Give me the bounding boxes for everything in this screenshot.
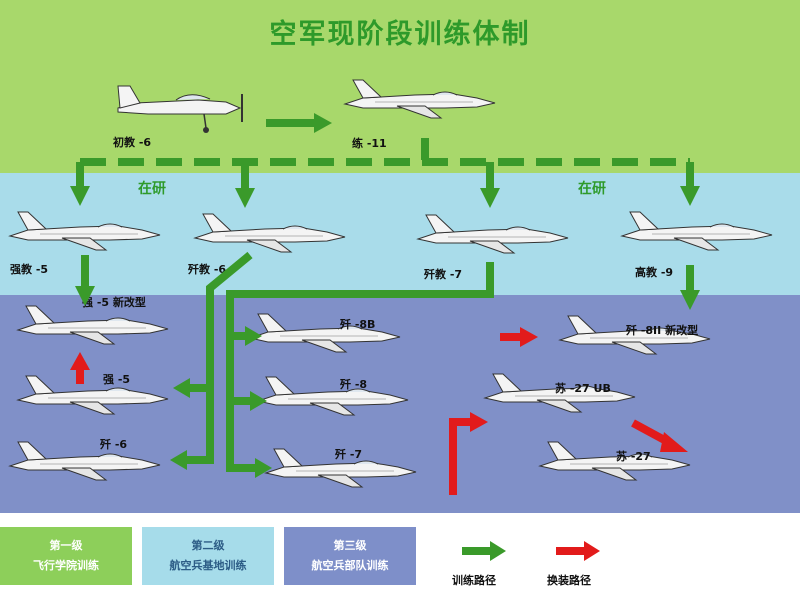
aircraft-j6 <box>9 441 161 481</box>
label-j8b: 歼 -8B <box>339 317 375 331</box>
label-jl9: 高教 -9 <box>635 265 673 279</box>
legend-training-path-label: 训练路径 <box>452 574 496 587</box>
label-jj5: 强教 -5 <box>10 262 48 276</box>
aircraft-q5-new <box>17 305 169 345</box>
aircraft-jj6 <box>194 213 346 253</box>
label-j8: 歼 -8 <box>339 377 367 391</box>
label-jj7: 歼教 -7 <box>423 267 462 281</box>
aircraft-jj5 <box>9 211 161 251</box>
aircraft-q5 <box>17 375 169 415</box>
legend-level1-subtitle: 飞行学院训练 <box>33 559 99 572</box>
level1-band <box>0 0 800 173</box>
label-jj6: 歼教 -6 <box>187 262 226 276</box>
label-cj6: 初教 -6 <box>113 135 151 149</box>
aircraft-l11 <box>344 79 496 119</box>
legend-training-arrow-icon <box>490 541 506 561</box>
legend-level1-title: 第一级 <box>49 539 83 552</box>
aircraft-cj6 <box>117 85 243 134</box>
status-in-development-2: 在研 <box>578 180 606 197</box>
legend-level3-subtitle: 航空兵部队训练 <box>311 559 389 572</box>
legend-level2-subtitle: 航空兵基地训练 <box>169 559 247 572</box>
legend-conversion-arrow-icon <box>584 541 600 561</box>
aircraft-j8b <box>249 313 401 353</box>
training-arrowheads <box>70 113 700 478</box>
aircraft-j8 <box>257 376 409 416</box>
label-su27ub: 苏 -27 UB <box>555 381 611 395</box>
legend-level2: 第二级 航空兵基地训练 <box>142 527 274 585</box>
aircraft-jl9 <box>621 211 773 251</box>
legend-level2-title: 第二级 <box>191 539 225 552</box>
label-j6: 歼 -6 <box>99 437 127 451</box>
label-j8ii-new: 歼 -8II 新改型 <box>625 323 698 337</box>
legend-level3-title: 第三级 <box>333 539 367 552</box>
status-in-development-1: 在研 <box>138 180 166 197</box>
label-q5: 强 -5 <box>103 373 130 386</box>
legend-conversion-path-label: 换装路径 <box>547 574 591 587</box>
label-su27: 苏 -27 <box>616 449 651 463</box>
aircraft-jj7 <box>417 214 569 254</box>
page-title: 空军现阶段训练体制 <box>269 19 531 50</box>
legend-level1: 第一级 飞行学院训练 <box>0 527 132 585</box>
label-j7: 歼 -7 <box>334 447 362 461</box>
training-paths <box>76 119 694 472</box>
conversion-arrowheads <box>70 327 688 452</box>
label-l11: 练 -11 <box>352 136 387 150</box>
legend-level3: 第三级 航空兵部队训练 <box>284 527 416 585</box>
label-q5-new: 强 -5 新改型 <box>82 295 146 309</box>
